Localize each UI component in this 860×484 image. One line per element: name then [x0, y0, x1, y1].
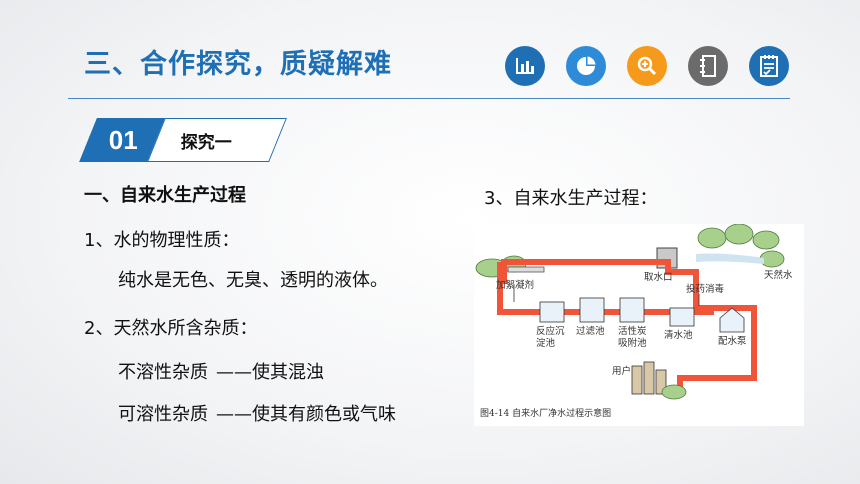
section-number: 01	[108, 124, 138, 155]
search-icon[interactable]	[627, 46, 667, 86]
item-1-text: 纯水是无色、无臭、透明的液体。	[118, 270, 388, 291]
title-divider	[68, 98, 790, 99]
label-coagulant: 加絮凝剂	[496, 280, 535, 291]
carbon-tank	[619, 297, 645, 323]
item-1: 1、水的物理性质：	[84, 230, 240, 251]
label-reaction-tank: 反应沉 淀池	[536, 326, 565, 349]
item-2: 2、天然水所含杂质：	[84, 318, 258, 339]
checklist-icon[interactable]	[749, 46, 789, 86]
filter-tank	[579, 297, 605, 323]
clear-tank	[669, 307, 695, 327]
item-3: 3、自来水生产过程：	[484, 188, 658, 209]
coagulant-feeder	[507, 266, 545, 273]
pie-chart-icon[interactable]	[566, 46, 606, 86]
label-user: 用户	[612, 366, 632, 377]
impurity-2-desc: ——使其有颜色或气味	[216, 404, 396, 425]
water-process-diagram: 取水口 天然水 加絮凝剂 投药消毒 反应沉 淀池 过滤池 活性炭 吸附池 清水池…	[474, 224, 804, 426]
impurity-1-name: 不溶性杂质	[118, 362, 208, 383]
impurity-2: 可溶性杂质 ——使其有颜色或气味	[118, 400, 396, 426]
notebook-icon[interactable]	[688, 46, 728, 86]
pump-house	[719, 307, 745, 333]
section-label-box: 探究一	[147, 118, 287, 162]
label-natural-water: 天然水	[764, 270, 793, 281]
diagram-caption: 图4-14 自来水厂净水过程示意图	[480, 409, 612, 419]
tree-group-bottom	[661, 384, 687, 400]
impurity-2-name: 可溶性杂质	[118, 404, 208, 425]
label-pump: 配水泵	[718, 336, 747, 347]
reaction-tank	[539, 301, 565, 323]
label-intake: 取水口	[644, 272, 673, 283]
tree-group-right	[697, 224, 785, 268]
label-carbon-tank: 活性炭 吸附池	[618, 326, 647, 349]
label-filter-tank: 过滤池	[576, 326, 605, 337]
natural-water-surface	[696, 253, 764, 264]
section-label: 探究一	[180, 132, 232, 153]
content-heading: 一、自来水生产过程	[84, 185, 246, 206]
impurity-1: 不溶性杂质 ——使其混浊	[118, 358, 324, 384]
label-clear-tank: 清水池	[664, 330, 693, 341]
user-buildings	[631, 361, 667, 395]
page-title: 三、合作探究，质疑解难	[84, 49, 392, 80]
bar-chart-icon[interactable]	[505, 46, 545, 86]
label-disinfect: 投药消毒	[686, 284, 725, 295]
impurity-1-desc: ——使其混浊	[216, 362, 324, 383]
